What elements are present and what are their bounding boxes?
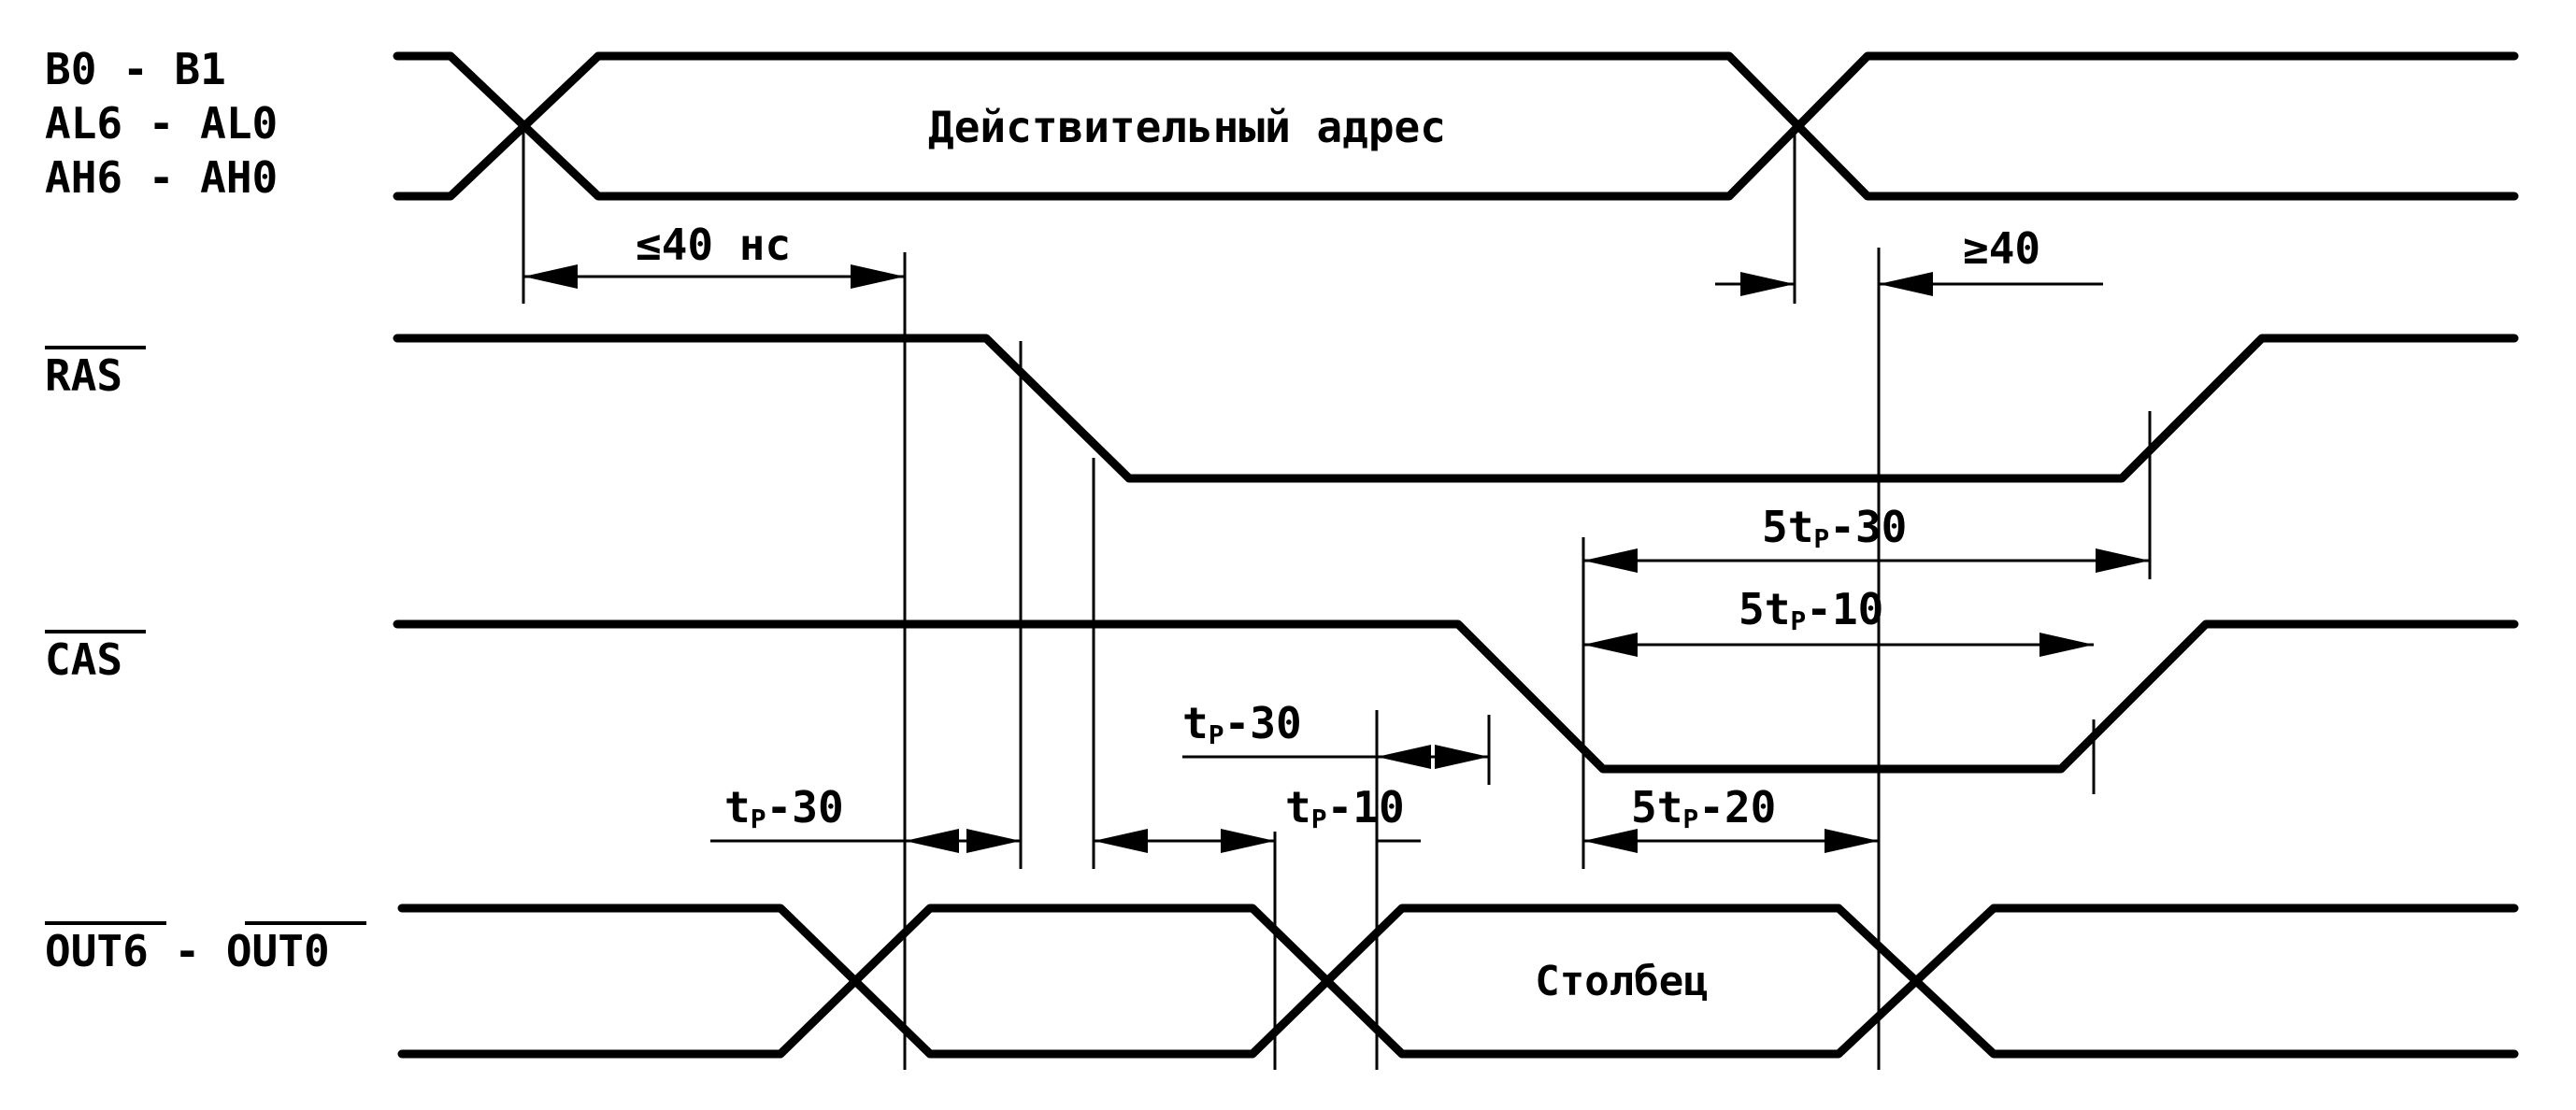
timing-addr-hold: ≥40	[1715, 223, 2103, 296]
timing-out-tp-10-label: tP-10	[1285, 782, 1405, 834]
out-label-text: OUT6 - OUT0	[45, 926, 330, 976]
reference-lines	[522, 121, 2152, 1070]
cas-label: CAS	[45, 630, 146, 685]
timing-cas-5tp-10: 5tP-10	[1583, 584, 2094, 657]
timing-out-tp-10-arrow-left	[1094, 829, 1148, 853]
timing-cas-tp-30-label: tP-30	[1182, 698, 1302, 750]
timing-cas-5tp-10-label: 5tP-10	[1739, 584, 1883, 636]
timing-cas-tp-30-arrow-right	[1435, 745, 1489, 769]
out-waveform	[397, 904, 2519, 1059]
timing-out-tp-30-label: tP-30	[724, 782, 844, 834]
address-wave-upper	[393, 51, 2519, 201]
address-label-b: B0 - B1	[45, 44, 226, 94]
timing-out-5tp-20-label: 5tP-20	[1631, 782, 1776, 834]
ras-label-text: RAS	[45, 350, 122, 401]
timing-out-tp-30-arrow-left	[905, 829, 959, 853]
timing-out-5tp-20-arrow-right	[1825, 829, 1879, 853]
timing-addr-hold-label: ≥40	[1963, 223, 2040, 274]
timing-out-tp-10-arrow-right	[1221, 829, 1275, 853]
timing-out-tp-30-arrow-right	[966, 829, 1021, 853]
timing-out-tp-10: tP-10	[1094, 782, 1421, 853]
timing-addr-hold-arrow-left	[1740, 272, 1795, 296]
timing-cas-tp-30-arrow-left	[1377, 745, 1431, 769]
timing-addr-to-ras: ≤40 нс	[523, 220, 905, 289]
timing-ras-5tp-30-arrow-right	[2096, 548, 2150, 573]
out-wave-lower	[397, 904, 2519, 1059]
timing-out-5tp-20-arrow-left	[1583, 829, 1638, 853]
timing-addr-to-ras-arrow-left	[523, 264, 578, 289]
address-waveform	[393, 51, 2519, 201]
timing-addr-to-ras-arrow-right	[851, 264, 905, 289]
out-wave-upper	[397, 904, 2519, 1059]
cas-label-text: CAS	[45, 634, 122, 685]
timing-ras-5tp-30-arrow-left	[1583, 548, 1638, 573]
ras-waveform	[393, 334, 2519, 483]
cas-waveform	[393, 619, 2519, 774]
out-content-label: Столбец	[1535, 958, 1708, 1005]
address-wave-lower	[393, 51, 2519, 201]
address-label-al: AL6 - AL0	[45, 98, 278, 149]
out-label: OUT6 - OUT0	[45, 921, 366, 976]
timing-ras-5tp-30: 5tP-30	[1583, 502, 2150, 573]
timing-cas-5tp-10-arrow-left	[1583, 633, 1638, 657]
address-label-ah: AH6 - AH0	[45, 152, 278, 203]
timing-cas-5tp-10-arrow-right	[2039, 633, 2094, 657]
timing-addr-to-ras-label: ≤40 нс	[636, 220, 791, 270]
address-content-label: Действительный адрес	[928, 102, 1446, 152]
timing-cas-tp-30: tP-30	[1182, 698, 1489, 769]
timing-ras-5tp-30-label: 5tP-30	[1762, 502, 1907, 554]
timing-addr-hold-arrow-right	[1879, 272, 1933, 296]
timing-out-tp-30: tP-30	[710, 782, 1021, 853]
ras-label: RAS	[45, 346, 146, 401]
timing-out-5tp-20: 5tP-20	[1583, 782, 1879, 853]
